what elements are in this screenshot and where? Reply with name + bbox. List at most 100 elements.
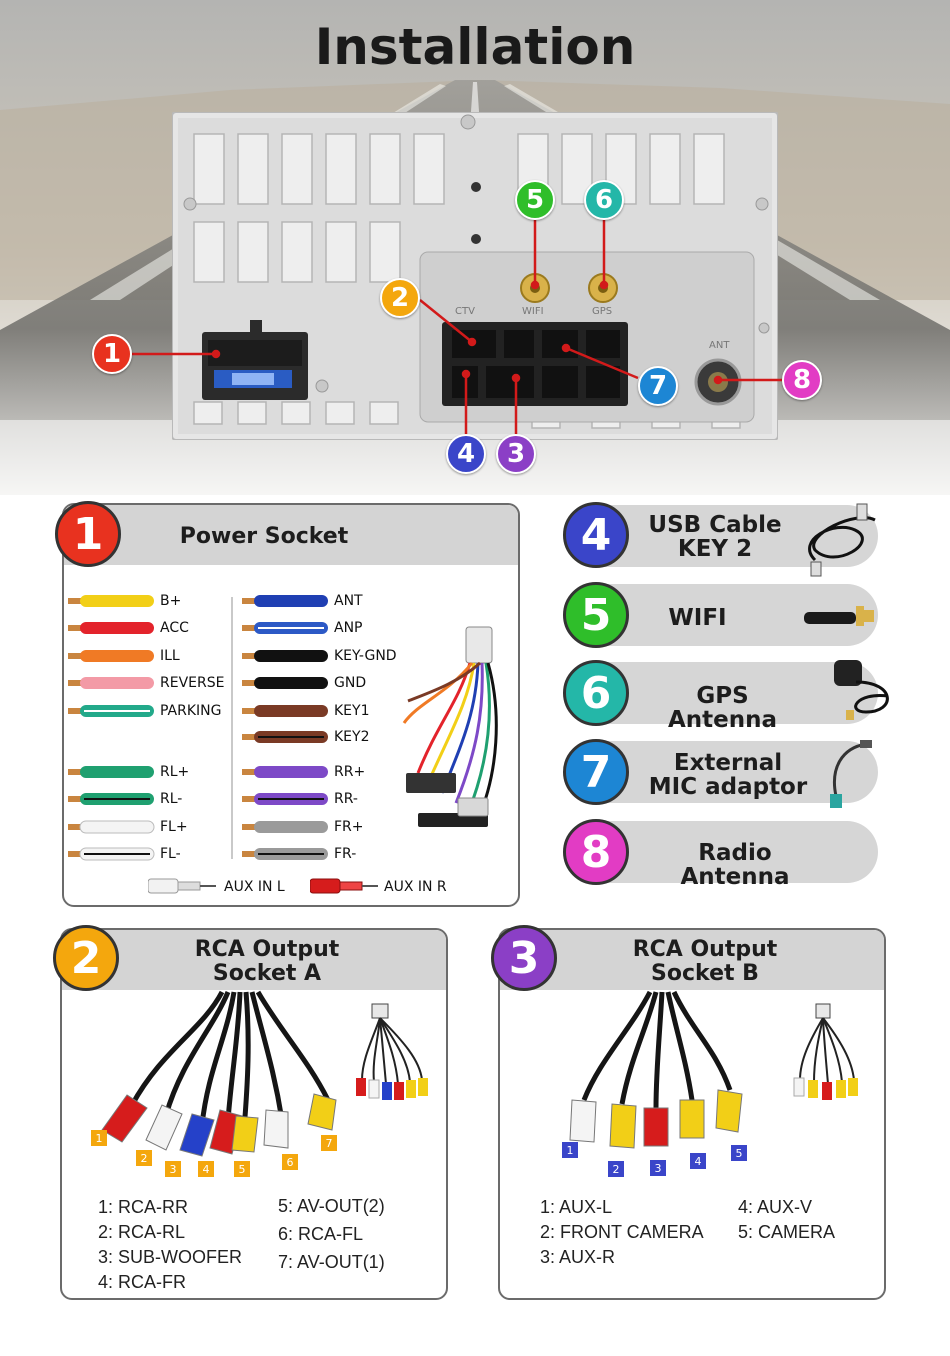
wire-label: B+ [160,593,182,609]
wire-label: FR- [334,846,357,862]
wire-swatch-icon [242,848,328,860]
rca-b-plug-tag-5: 5 [731,1145,747,1161]
wire-row: KEY2 [242,727,370,747]
rca-a-plug-tag-6: 6 [282,1154,298,1170]
wire-swatch-icon [242,793,328,805]
usb-cable-icon [808,503,876,577]
wire-swatch-icon [242,731,328,743]
rca-socket-a-thumbnail [356,1003,428,1100]
wire-label: ILL [160,648,180,664]
radio-antenna-number-badge: 8 [563,819,629,885]
rca-socket-a-number-badge: 2 [53,925,119,991]
mic-adaptor-pill [596,741,878,803]
wire-swatch-icon [68,820,155,834]
wire-row: GND [242,673,366,693]
wire-swatch-icon [242,650,328,662]
rca-socket-b-header [500,930,884,990]
wire-swatch-icon [68,705,154,717]
rca-a-plug-tag-2: 2 [136,1150,152,1166]
wire-swatch-icon [242,622,328,634]
wire-row: KEY1 [242,701,370,721]
rca-a-legend-item: 6: RCA-FL [278,1224,364,1244]
rca-b-legend-left: 1: AUX-L 2: FRONT CAMERA 3: AUX-R [540,1195,704,1270]
wire-row: KEY-GND [242,646,397,666]
power-socket-header [64,505,518,565]
wire-swatch-icon [68,595,154,607]
gps-antenna-number-badge: 6 [563,660,629,726]
rca-socket-a-title: RCA Output Socket A [122,938,412,986]
callout-5: 5 [515,180,555,220]
gps-antenna-pill [596,662,878,724]
wire-swatch-icon [242,677,328,689]
rca-b-plug-tag-3: 3 [650,1160,666,1176]
rca-b-plug-tag-1: 1 [562,1142,578,1158]
gps-port-label: GPS [592,306,612,317]
power-socket-title: Power Socket [179,524,349,549]
rca-a-plug-tag-4: 4 [198,1161,214,1177]
rca-b-legend-item: 4: AUX-V [738,1197,813,1217]
wire-label: PARKING [160,703,222,719]
wire-label: GND [334,675,367,691]
mic-adaptor-label: External MIC adaptor [640,751,816,799]
rca-a-legend-item: 2: RCA-RL [98,1222,186,1242]
wifi-port-label: WIFI [522,306,544,317]
callout-1: 1 [92,334,132,374]
wire-row: FL- [68,844,181,864]
rca-socket-a-header [62,930,446,990]
rca-b-legend-item: 2: FRONT CAMERA [540,1222,704,1242]
gps-antenna-icon [834,660,889,720]
aux-in-l-plug-icon [148,878,216,894]
rca-b-legend-right: 4: AUX-V 5: CAMERA [738,1195,835,1245]
wire-label: KEY2 [334,729,370,745]
wire-label: ANP [334,620,363,636]
rca-a-legend-item: 7: AV-OUT(1) [278,1252,385,1272]
wire-label: KEY1 [334,703,370,719]
usb-cable-number-badge: 4 [563,502,629,568]
rca-socket-b-panel: RCA Output Socket B 1 2 3 4 [498,928,886,1300]
rca-socket-b-number-badge: 3 [491,925,557,991]
rca-socket-a-panel: RCA Output Socket A [60,928,448,1300]
wifi-number-badge: 5 [563,582,629,648]
radio-antenna-pill [596,821,878,883]
callout-8: 8 [782,360,822,400]
mic-adaptor-number-badge: 7 [563,739,629,805]
wire-swatch-icon [68,677,154,689]
wifi-antenna-icon [804,606,874,626]
rca-socket-b-thumbnail [793,1003,858,1100]
wire-label: ANT [334,593,363,609]
wire-swatch-icon [242,821,328,833]
callout-leader-lines [132,220,782,436]
wire-label: ACC [160,620,189,636]
wire-label: KEY-GND [334,648,397,664]
wire-label: FL+ [160,819,188,835]
rca-a-legend-item: 3: SUB-WOOFER [98,1247,243,1267]
hero-section: Installation [0,0,950,495]
rca-a-plug-tag-5: 5 [234,1161,250,1177]
page-title: Installation [314,18,636,76]
radio-antenna-label: Radio Antenna [680,840,790,890]
rca-socket-b-title-line1: RCA Output [632,937,778,962]
wire-label: FR+ [334,819,364,835]
callout-3: 3 [496,434,536,474]
callout-6: 6 [584,180,624,220]
rca-a-plug-tag-1: 1 [91,1130,107,1146]
aux-in-l-label: AUX IN L [224,879,285,895]
wire-row: RL+ [68,762,189,782]
rca-b-plug-tag-2: 2 [608,1161,624,1177]
callout-2: 2 [380,278,420,318]
rca-b-legend-item: 5: CAMERA [738,1222,836,1242]
wire-row: REVERSE [68,673,224,693]
callout-7: 7 [638,366,678,406]
wire-row: ANP [242,618,363,638]
wire-label: RL- [160,791,183,807]
wire-swatch-icon [242,766,328,778]
wire-harness-illustration [402,626,498,827]
rca-a-plug-tag-3: 3 [165,1161,181,1177]
wire-row: PARKING [68,701,221,721]
mic-adaptor-label-line1: External [673,750,783,776]
wire-row: RR+ [242,762,365,782]
wire-swatch-icon [68,847,155,861]
wifi-label: WIFI [668,605,727,631]
wire-swatch-icon [68,622,154,634]
wire-row: ACC [68,618,189,638]
